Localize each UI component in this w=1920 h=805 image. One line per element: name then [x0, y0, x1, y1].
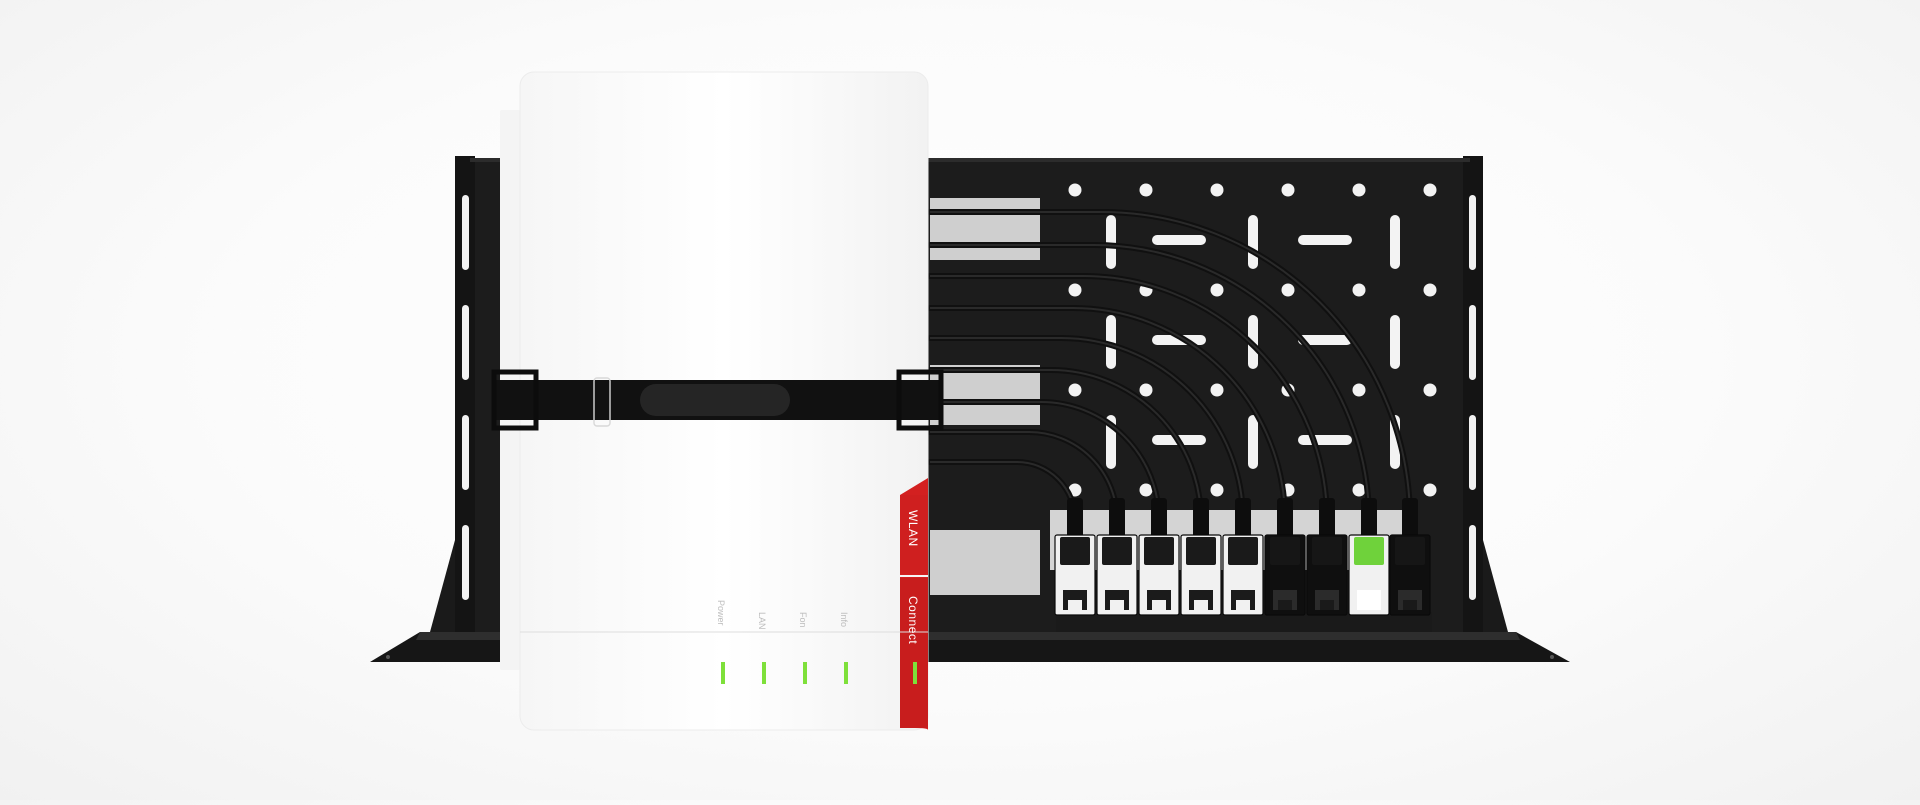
- slot-vertical: [1390, 315, 1400, 369]
- cable-highlight-6: [930, 275, 1328, 530]
- ear-slot-left-2: [462, 415, 469, 490]
- port-latch-8: [1403, 600, 1417, 610]
- slot-horizontal: [1298, 435, 1352, 445]
- port-latch-1: [1110, 600, 1124, 610]
- led-label-power: Power: [716, 600, 726, 626]
- hole: [1352, 383, 1366, 397]
- port-jack-7: [1357, 590, 1381, 610]
- cable-boot-3: [1193, 498, 1209, 538]
- wlan-label: WLAN: [906, 510, 920, 547]
- slot-vertical: [1390, 215, 1400, 269]
- slot-vertical: [1248, 215, 1258, 269]
- led-label-lan: LAN: [757, 612, 767, 630]
- hole: [1352, 183, 1366, 197]
- slot-vertical: [1248, 415, 1258, 469]
- port-plug-8: [1395, 537, 1425, 565]
- hole: [1352, 483, 1366, 497]
- hole: [1068, 283, 1082, 297]
- led-1: [762, 662, 766, 684]
- port-latch-5: [1278, 600, 1292, 610]
- status-leds: [721, 662, 917, 684]
- port-plug-4: [1228, 537, 1258, 565]
- ear-slot-left-1: [462, 305, 469, 380]
- port-latch-2: [1152, 600, 1166, 610]
- port-plug-3: [1186, 537, 1216, 565]
- led-3: [844, 662, 848, 684]
- slot-horizontal: [1152, 235, 1206, 245]
- ear-slot-left-0: [462, 195, 469, 270]
- cable-boot-8: [1402, 498, 1418, 538]
- port-plug-1: [1102, 537, 1132, 565]
- cable-boot-2: [1151, 498, 1167, 538]
- cable-highlight-3: [930, 369, 1202, 530]
- hole: [1423, 183, 1437, 197]
- cable-highlight-5: [930, 307, 1286, 530]
- cable-boot-6: [1319, 498, 1335, 538]
- hole: [1210, 183, 1224, 197]
- cable-boot-1: [1109, 498, 1125, 538]
- router-strap: [491, 369, 944, 431]
- port-plug-5: [1270, 537, 1300, 565]
- hole: [1210, 283, 1224, 297]
- led-4: [913, 662, 917, 684]
- cable-highlight-7: [930, 244, 1370, 530]
- ear-slot-right-1: [1469, 305, 1476, 380]
- port-latch-4: [1236, 600, 1250, 610]
- led-label-fon: Fon: [798, 612, 808, 628]
- port-plug-0: [1060, 537, 1090, 565]
- cable-boot-0: [1067, 498, 1083, 538]
- cable-boot-4: [1235, 498, 1251, 538]
- hole: [1423, 483, 1437, 497]
- port-latch-0: [1068, 600, 1082, 610]
- port-latch-3: [1194, 600, 1208, 610]
- cable-highlight-4: [930, 337, 1244, 530]
- led-2: [803, 662, 807, 684]
- hole: [1281, 283, 1295, 297]
- hole: [1139, 183, 1153, 197]
- ear-slot-right-0: [1469, 195, 1476, 270]
- keystone-ports: [1054, 534, 1432, 634]
- hole: [1139, 383, 1153, 397]
- hole: [1281, 183, 1295, 197]
- ear-slot-right-3: [1469, 525, 1476, 600]
- led-label-info: Info: [839, 612, 849, 628]
- hole: [1210, 383, 1224, 397]
- slot-vertical: [1106, 215, 1116, 269]
- ear-slot-right-2: [1469, 415, 1476, 490]
- cable-highlight-8: [930, 211, 1411, 530]
- hole: [1423, 283, 1437, 297]
- network-cables: [927, 209, 1418, 538]
- slot-horizontal: [1298, 235, 1352, 245]
- port-plug-7: [1354, 537, 1384, 565]
- led-0: [721, 662, 725, 684]
- slot-horizontal: [1298, 335, 1352, 345]
- cable-boot-5: [1277, 498, 1293, 538]
- port-plug-6: [1312, 537, 1342, 565]
- port-plug-2: [1144, 537, 1174, 565]
- hole: [1139, 483, 1153, 497]
- ear-slot-left-3: [462, 525, 469, 600]
- hole: [1210, 483, 1224, 497]
- hole: [1352, 283, 1366, 297]
- cable-boot-7: [1361, 498, 1377, 538]
- connect-label: Connect: [906, 596, 920, 645]
- hole: [1068, 183, 1082, 197]
- port-latch-6: [1320, 600, 1334, 610]
- hole: [1068, 383, 1082, 397]
- switch-base: [1056, 612, 1432, 634]
- hole: [1423, 383, 1437, 397]
- ear-mounting-slots: [462, 185, 1476, 600]
